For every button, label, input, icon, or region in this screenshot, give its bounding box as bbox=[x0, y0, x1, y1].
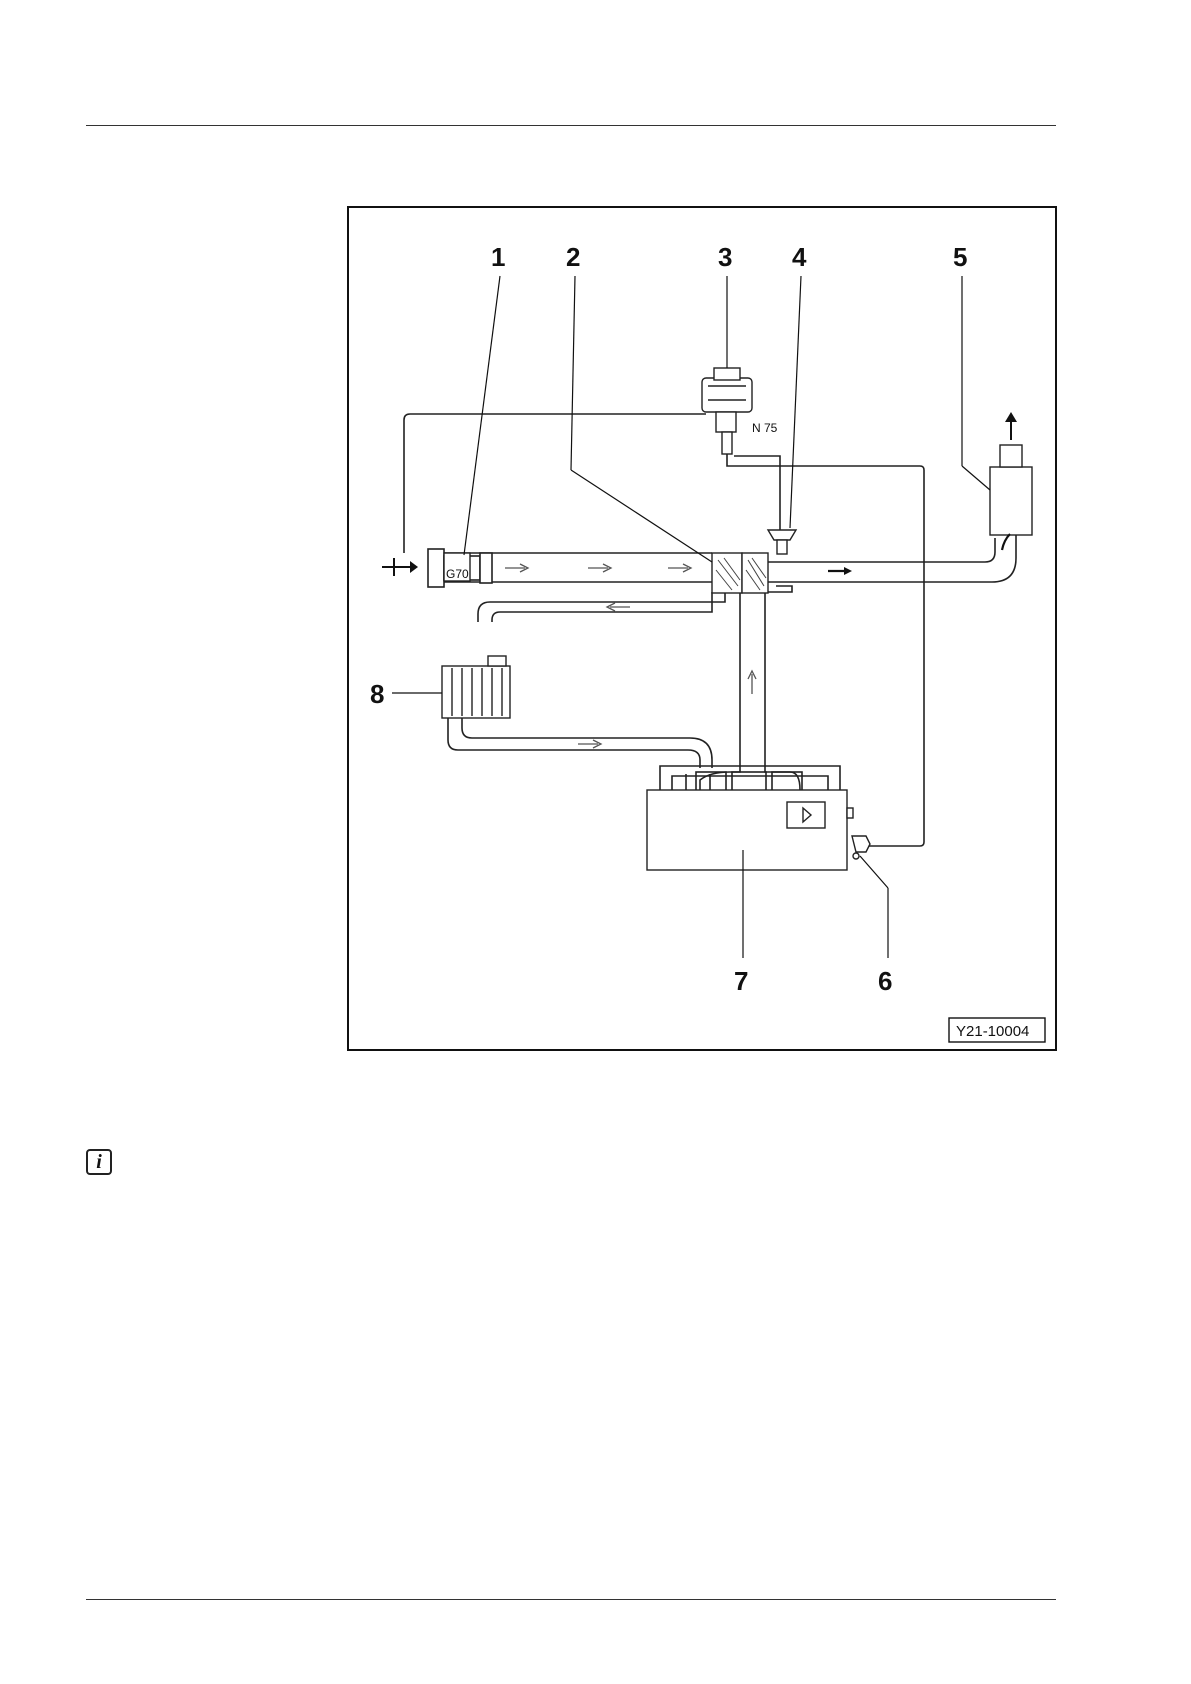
callout-6: 6 bbox=[878, 966, 892, 996]
footer-rule bbox=[86, 1599, 1056, 1600]
engine-block bbox=[647, 790, 853, 870]
callout-4: 4 bbox=[792, 242, 807, 272]
figure-ref: Y21-10004 bbox=[956, 1023, 1029, 1040]
sensor-g70-label: G70 bbox=[446, 567, 469, 581]
info-icon: i bbox=[86, 1149, 112, 1175]
turbocharger bbox=[712, 553, 768, 593]
callout-5: 5 bbox=[953, 242, 967, 272]
valve-n75-label: N 75 bbox=[752, 421, 778, 435]
callout-8: 8 bbox=[370, 679, 384, 709]
callout-2: 2 bbox=[566, 242, 580, 272]
callout-1: 1 bbox=[491, 242, 505, 272]
figure-frame bbox=[348, 207, 1056, 1050]
callout-3: 3 bbox=[718, 242, 732, 272]
callout-7: 7 bbox=[734, 966, 748, 996]
